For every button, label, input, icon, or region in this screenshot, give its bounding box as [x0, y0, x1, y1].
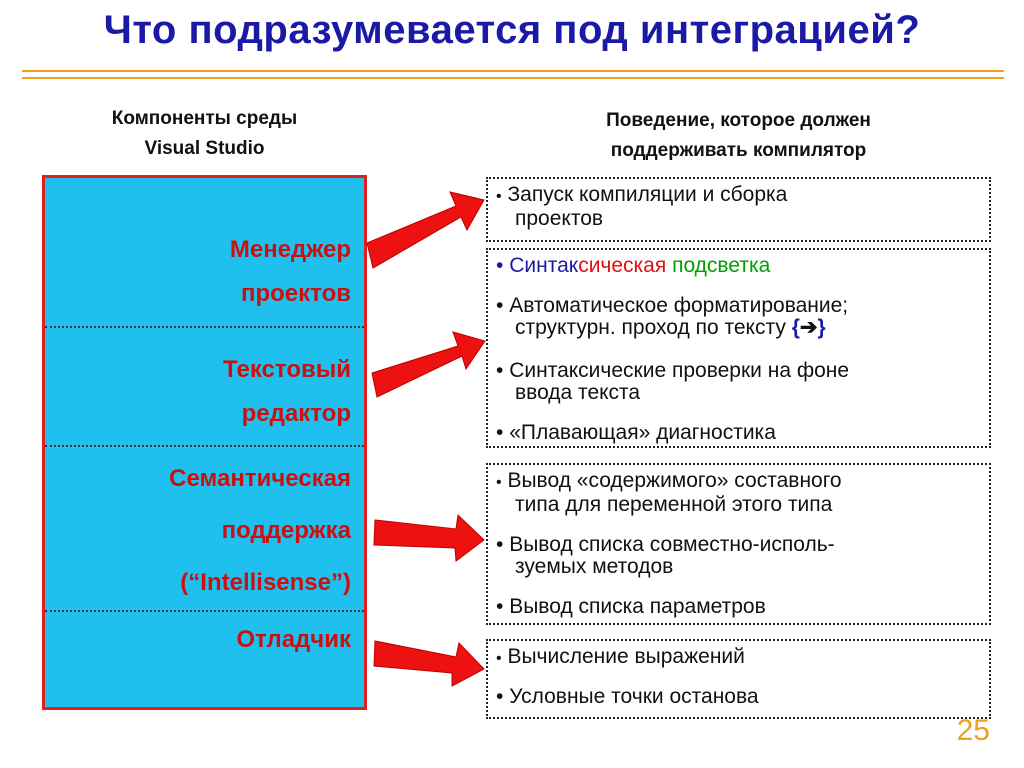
- left-column-header: Компоненты среды Visual Studio: [111, 108, 298, 159]
- behavior-item-syntax-checks: • Синтаксические проверки на фоне ввода …: [496, 359, 850, 404]
- behavior-item-member-list: • Вывод «содержимого» составного типа дл…: [496, 469, 842, 516]
- title-rule-top: [22, 70, 1004, 72]
- behavior-item-overload-list: • Вывод списка совместно-исполь- зуемых …: [496, 533, 835, 578]
- component-semantic-support: Семантическая поддержка (“Intellisense”): [169, 465, 351, 596]
- right-column-header: Поведение, которое должен поддерживать к…: [606, 110, 871, 161]
- behavior-item-floating-diagnostics: • «Плавающая» диагностика: [496, 421, 776, 444]
- behavior-item-parameter-list: • Вывод списка параметров: [496, 595, 766, 618]
- behavior-box-build: • Запуск компиляции и сборка проектов: [486, 177, 991, 242]
- behavior-box-debug: • Вычисление выражений • Условные точки …: [486, 639, 991, 719]
- component-divider: [45, 610, 364, 612]
- arrow-semantic-support: [373, 513, 485, 562]
- behavior-item-syntax-highlight: • Синтаксическая подсветка: [496, 254, 771, 277]
- component-divider: [45, 326, 364, 328]
- behavior-item-expression-eval: • Вычисление выражений: [496, 645, 745, 668]
- slide-title: Что подразумевается под интеграцией?: [103, 8, 921, 52]
- page-number: 25: [956, 714, 990, 747]
- component-project-manager: Менеджер проектов: [229, 236, 351, 307]
- behavior-item: • Запуск компиляции и сборка проектов: [496, 183, 788, 230]
- component-divider: [45, 445, 364, 447]
- arrow-text-editor: [371, 331, 486, 398]
- right-arrow-icon: ➔: [799, 316, 818, 339]
- arrow-project-manager: [366, 191, 485, 269]
- arrow-debugger: [373, 640, 485, 687]
- behavior-item-conditional-breakpoints: • Условные точки останова: [496, 685, 759, 708]
- title-rule-bottom: [22, 77, 1004, 79]
- component-debugger: Отладчик: [236, 626, 351, 653]
- behavior-box-editor: • Синтаксическая подсветка • Автоматичес…: [486, 248, 991, 448]
- behavior-item-autoformat: • Автоматическое форматирование; структу…: [496, 294, 849, 339]
- component-text-editor: Текстовый редактор: [223, 356, 351, 427]
- components-panel: Менеджер проектов Текстовый редактор Сем…: [42, 175, 367, 710]
- behavior-box-semantic: • Вывод «содержимого» составного типа дл…: [486, 463, 991, 625]
